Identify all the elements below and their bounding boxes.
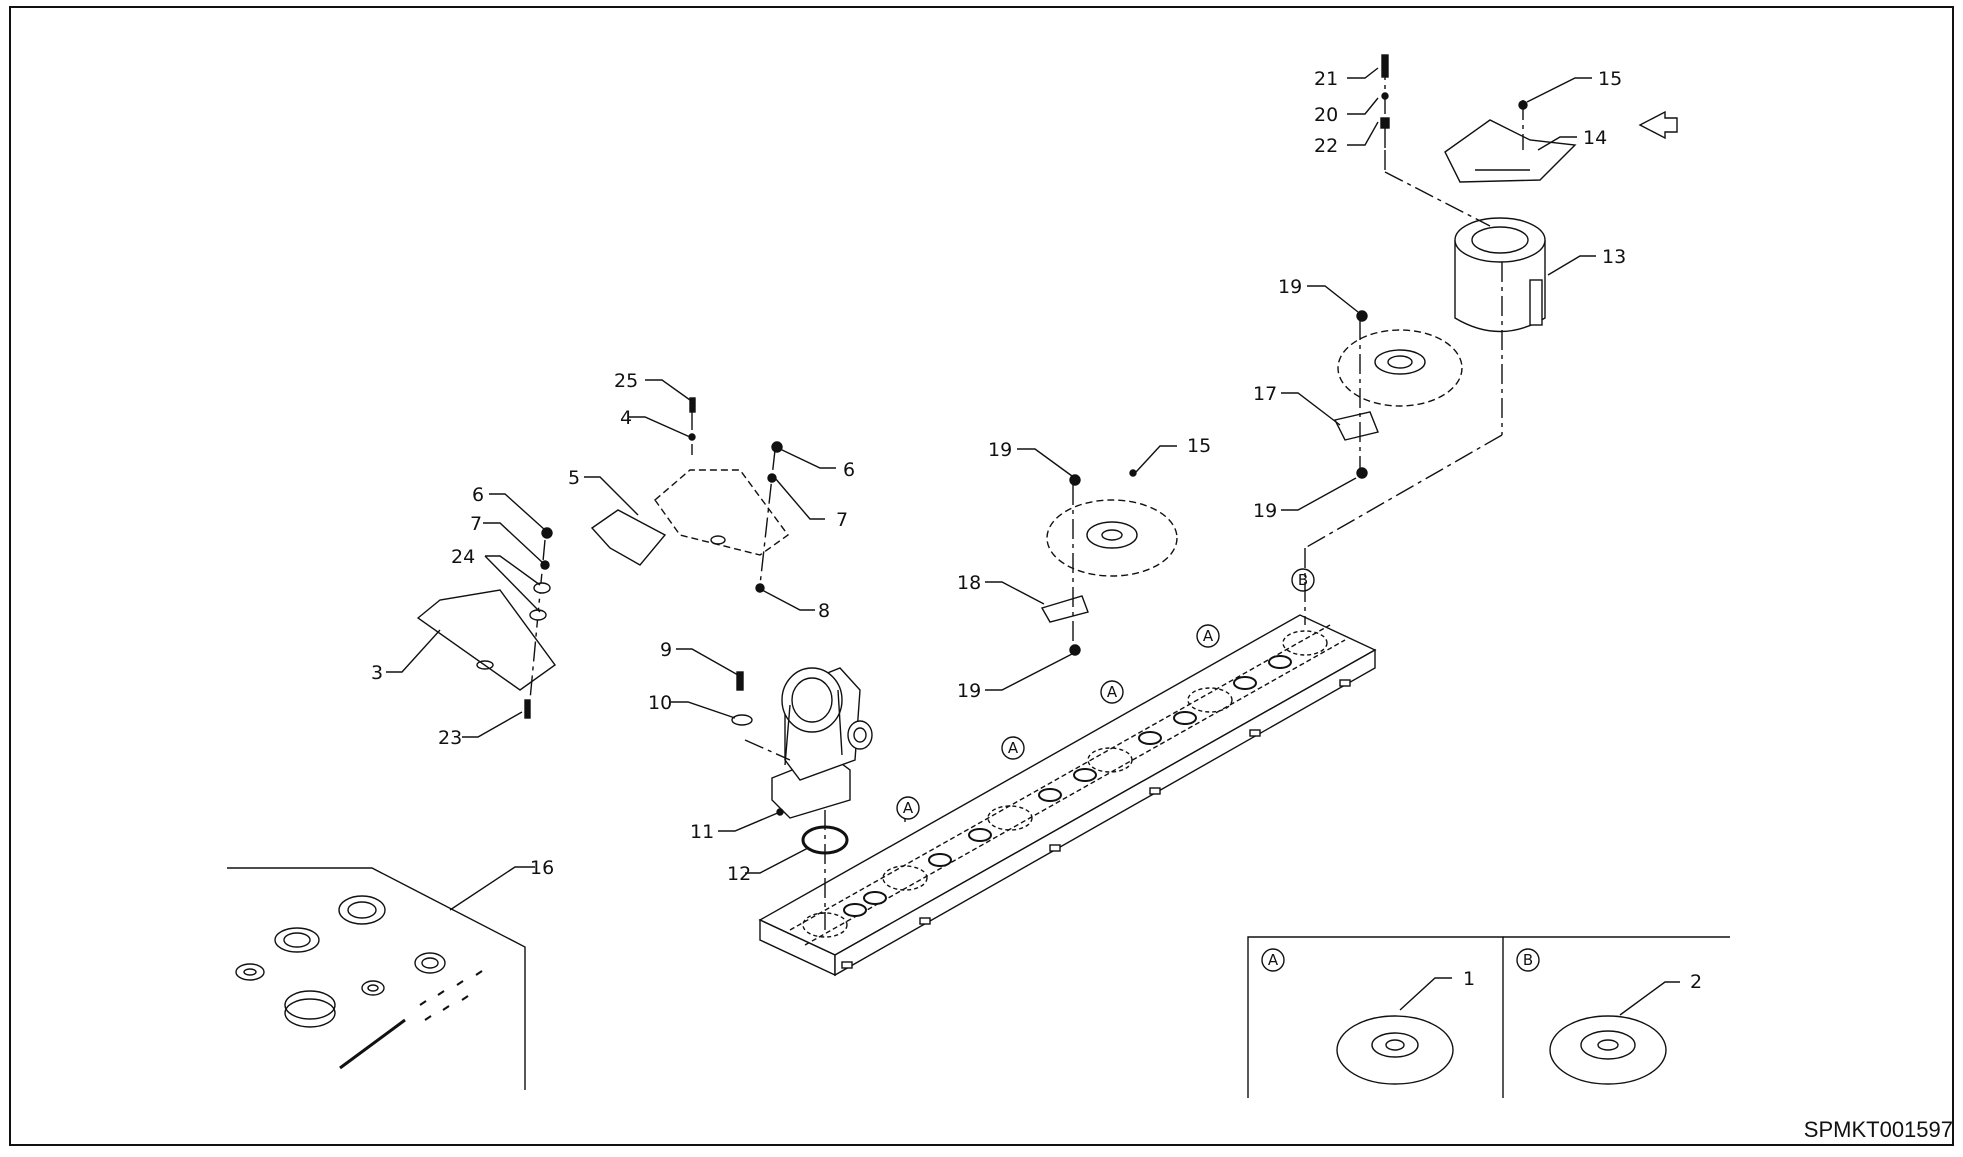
- cutter-disc-middle: [1046, 499, 1178, 577]
- reference-circles: [896, 568, 1540, 972]
- cutter-bar: [758, 614, 1377, 977]
- ref-a-2: A: [1008, 739, 1019, 757]
- callout-5: 5: [568, 467, 580, 489]
- callout-9: 9: [660, 639, 672, 661]
- ref-a-1: A: [903, 799, 914, 817]
- callout-13: 13: [1602, 246, 1626, 268]
- callout-24: 24: [451, 546, 475, 568]
- callout-3: 3: [371, 662, 383, 684]
- callout-15-top: 15: [1598, 68, 1622, 90]
- skid: [590, 509, 667, 566]
- gearbox: [771, 667, 873, 819]
- callout-19-middle-bottom: 19: [957, 680, 981, 702]
- callout-22: 22: [1314, 135, 1338, 157]
- cutter-disc-upper: [1337, 329, 1463, 407]
- callout-20: 20: [1314, 104, 1338, 126]
- callout-18: 18: [957, 572, 981, 594]
- ref-a-4: A: [1203, 627, 1214, 645]
- guard-left: [416, 589, 556, 691]
- blade-middle: [1040, 595, 1089, 623]
- callout-15-mid: 15: [1187, 435, 1211, 457]
- cover-plate: [654, 469, 789, 556]
- callout-4: 4: [620, 407, 632, 429]
- detail-b-label: B: [1523, 951, 1533, 969]
- drawing-frame: [9, 6, 1954, 1146]
- document-id: SPMKT001597: [1803, 1117, 1953, 1142]
- view-arrow-icon: [1638, 110, 1678, 140]
- detail-box-b: [1503, 936, 1730, 1085]
- detail-a-label: A: [1268, 951, 1279, 969]
- ref-a-3: A: [1107, 683, 1118, 701]
- callout-21: 21: [1314, 68, 1338, 90]
- callout-12: 12: [727, 863, 751, 885]
- callout-19-middle: 19: [988, 439, 1012, 461]
- callout-2: 2: [1690, 971, 1702, 993]
- callout-17: 17: [1253, 383, 1277, 405]
- callout-14: 14: [1583, 127, 1607, 149]
- callout-6-right: 6: [843, 459, 855, 481]
- callout-23: 23: [438, 727, 462, 749]
- ref-b-1: B: [1298, 571, 1308, 589]
- callout-19-upper-bottom: 19: [1253, 500, 1277, 522]
- callout-8: 8: [818, 600, 830, 622]
- cone-top: [1444, 119, 1577, 183]
- callout-6-left: 6: [472, 484, 484, 506]
- callout-16: 16: [530, 857, 554, 879]
- callout-7-right: 7: [836, 509, 848, 531]
- callout-11: 11: [690, 821, 714, 843]
- callout-7-left: 7: [470, 513, 482, 535]
- blade-upper: [1333, 411, 1379, 441]
- callout-leaders: [386, 67, 1680, 1016]
- callout-25: 25: [614, 370, 638, 392]
- callout-1: 1: [1463, 968, 1475, 990]
- detail-box-a: [1247, 936, 1504, 1098]
- callout-19-upper: 19: [1278, 276, 1302, 298]
- fasteners: [524, 54, 1528, 816]
- drum-housing: [1454, 217, 1546, 333]
- seal-kit: [227, 867, 526, 1090]
- callout-10: 10: [648, 692, 672, 714]
